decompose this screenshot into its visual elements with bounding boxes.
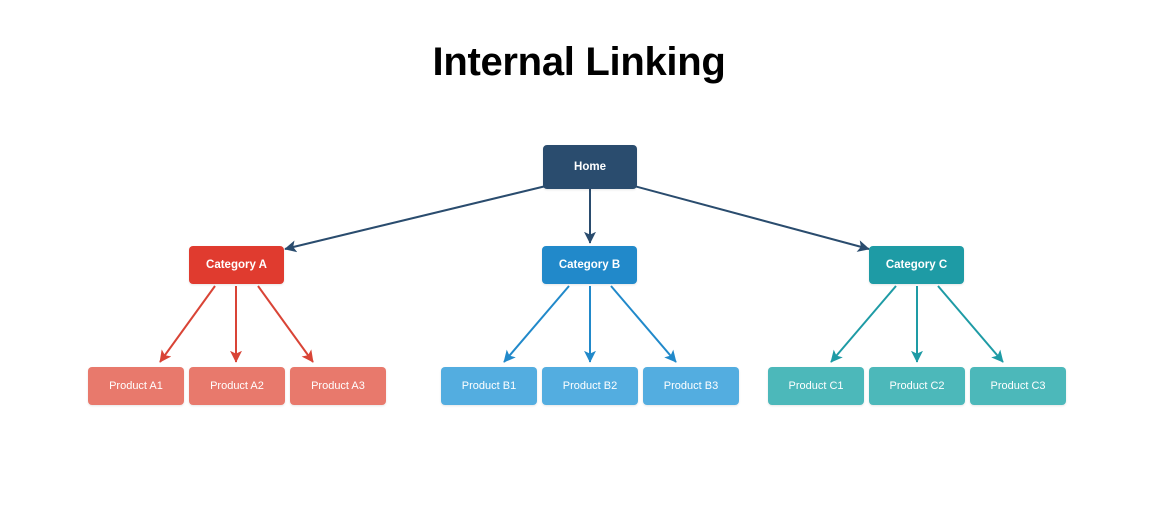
edge-category-c-to-product-c1 [830,285,897,363]
node-product-a3[interactable]: Product A3 [290,367,386,405]
edge-category-b-to-product-b3 [610,285,677,363]
node-home[interactable]: Home [543,145,637,189]
node-product-c3[interactable]: Product C3 [970,367,1066,405]
edge-home-to-category-a [284,185,547,253]
edge-category-a-to-product-a3 [257,285,314,363]
node-product-b2[interactable]: Product B2 [542,367,638,405]
edge-category-b-to-product-b1 [503,285,570,363]
page-title: Internal Linking [432,40,726,84]
node-product-a1[interactable]: Product A1 [88,367,184,405]
node-product-b3[interactable]: Product B3 [643,367,739,405]
node-product-c1[interactable]: Product C1 [768,367,864,405]
node-product-c2[interactable]: Product C2 [869,367,965,405]
node-product-a2[interactable]: Product A2 [189,367,285,405]
node-category-a[interactable]: Category A [189,246,284,284]
edge-category-c-to-product-c3 [937,285,1004,363]
node-product-b1[interactable]: Product B1 [441,367,537,405]
edge-home-to-category-c [633,185,870,252]
node-category-b[interactable]: Category B [542,246,637,284]
node-category-c[interactable]: Category C [869,246,964,284]
edge-category-a-to-product-a1 [159,285,216,363]
